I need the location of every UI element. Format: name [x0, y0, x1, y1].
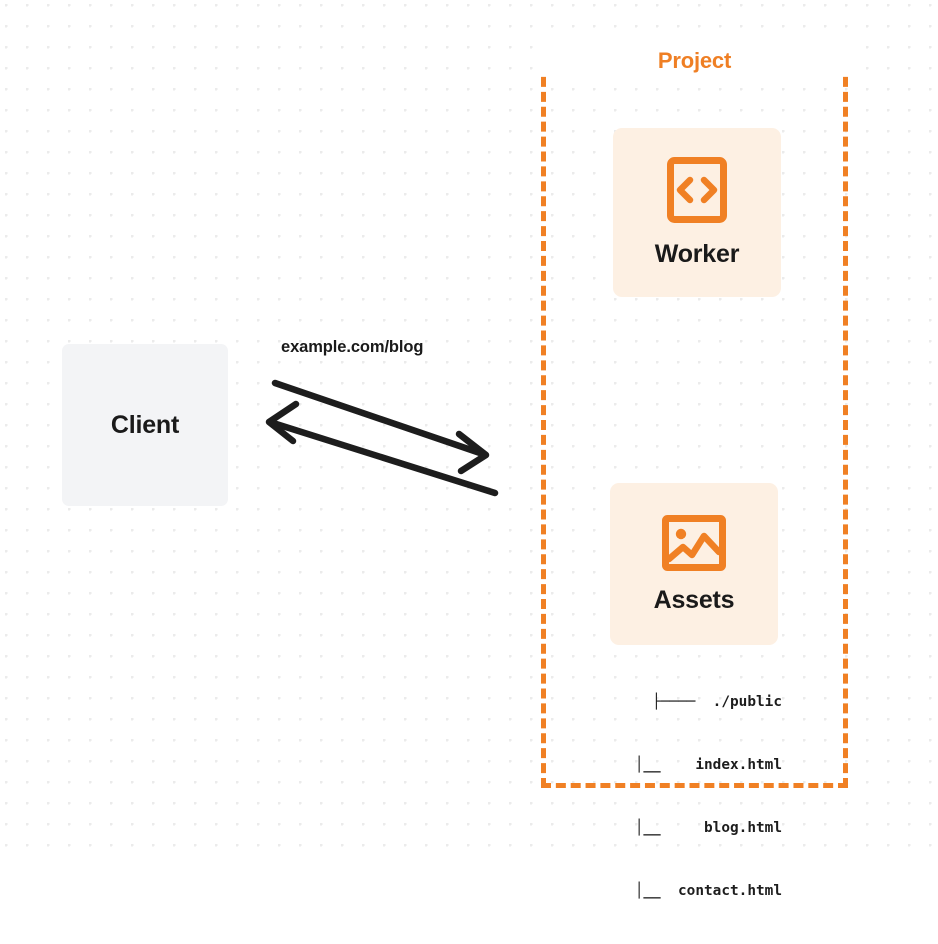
assets-file-tree: ├──── ./public │__ index.html │__ blog.h…: [586, 650, 782, 944]
response-arrow: [265, 400, 499, 497]
assets-card-label: Assets: [653, 585, 735, 614]
diagram-canvas: Client example.com/blog Project Worker: [0, 0, 938, 899]
file-tree-row: ├──── ./public: [652, 694, 782, 710]
project-title: Project: [541, 46, 848, 76]
file-tree-row: │__ blog.html: [634, 820, 782, 836]
image-icon: [661, 514, 727, 572]
file-tree-row: │__ index.html: [634, 757, 782, 773]
assets-card[interactable]: Assets: [610, 483, 778, 645]
request-arrow: [271, 379, 490, 475]
code-brackets-icon: [666, 156, 728, 224]
project-title-text: Project: [651, 48, 738, 73]
client-node[interactable]: Client: [62, 344, 228, 506]
client-node-label: Client: [110, 410, 180, 439]
connector-label: example.com/blog: [281, 338, 424, 356]
file-tree-row: │__ contact.html: [634, 883, 782, 899]
worker-card[interactable]: Worker: [613, 128, 781, 297]
worker-card-label: Worker: [654, 240, 740, 268]
